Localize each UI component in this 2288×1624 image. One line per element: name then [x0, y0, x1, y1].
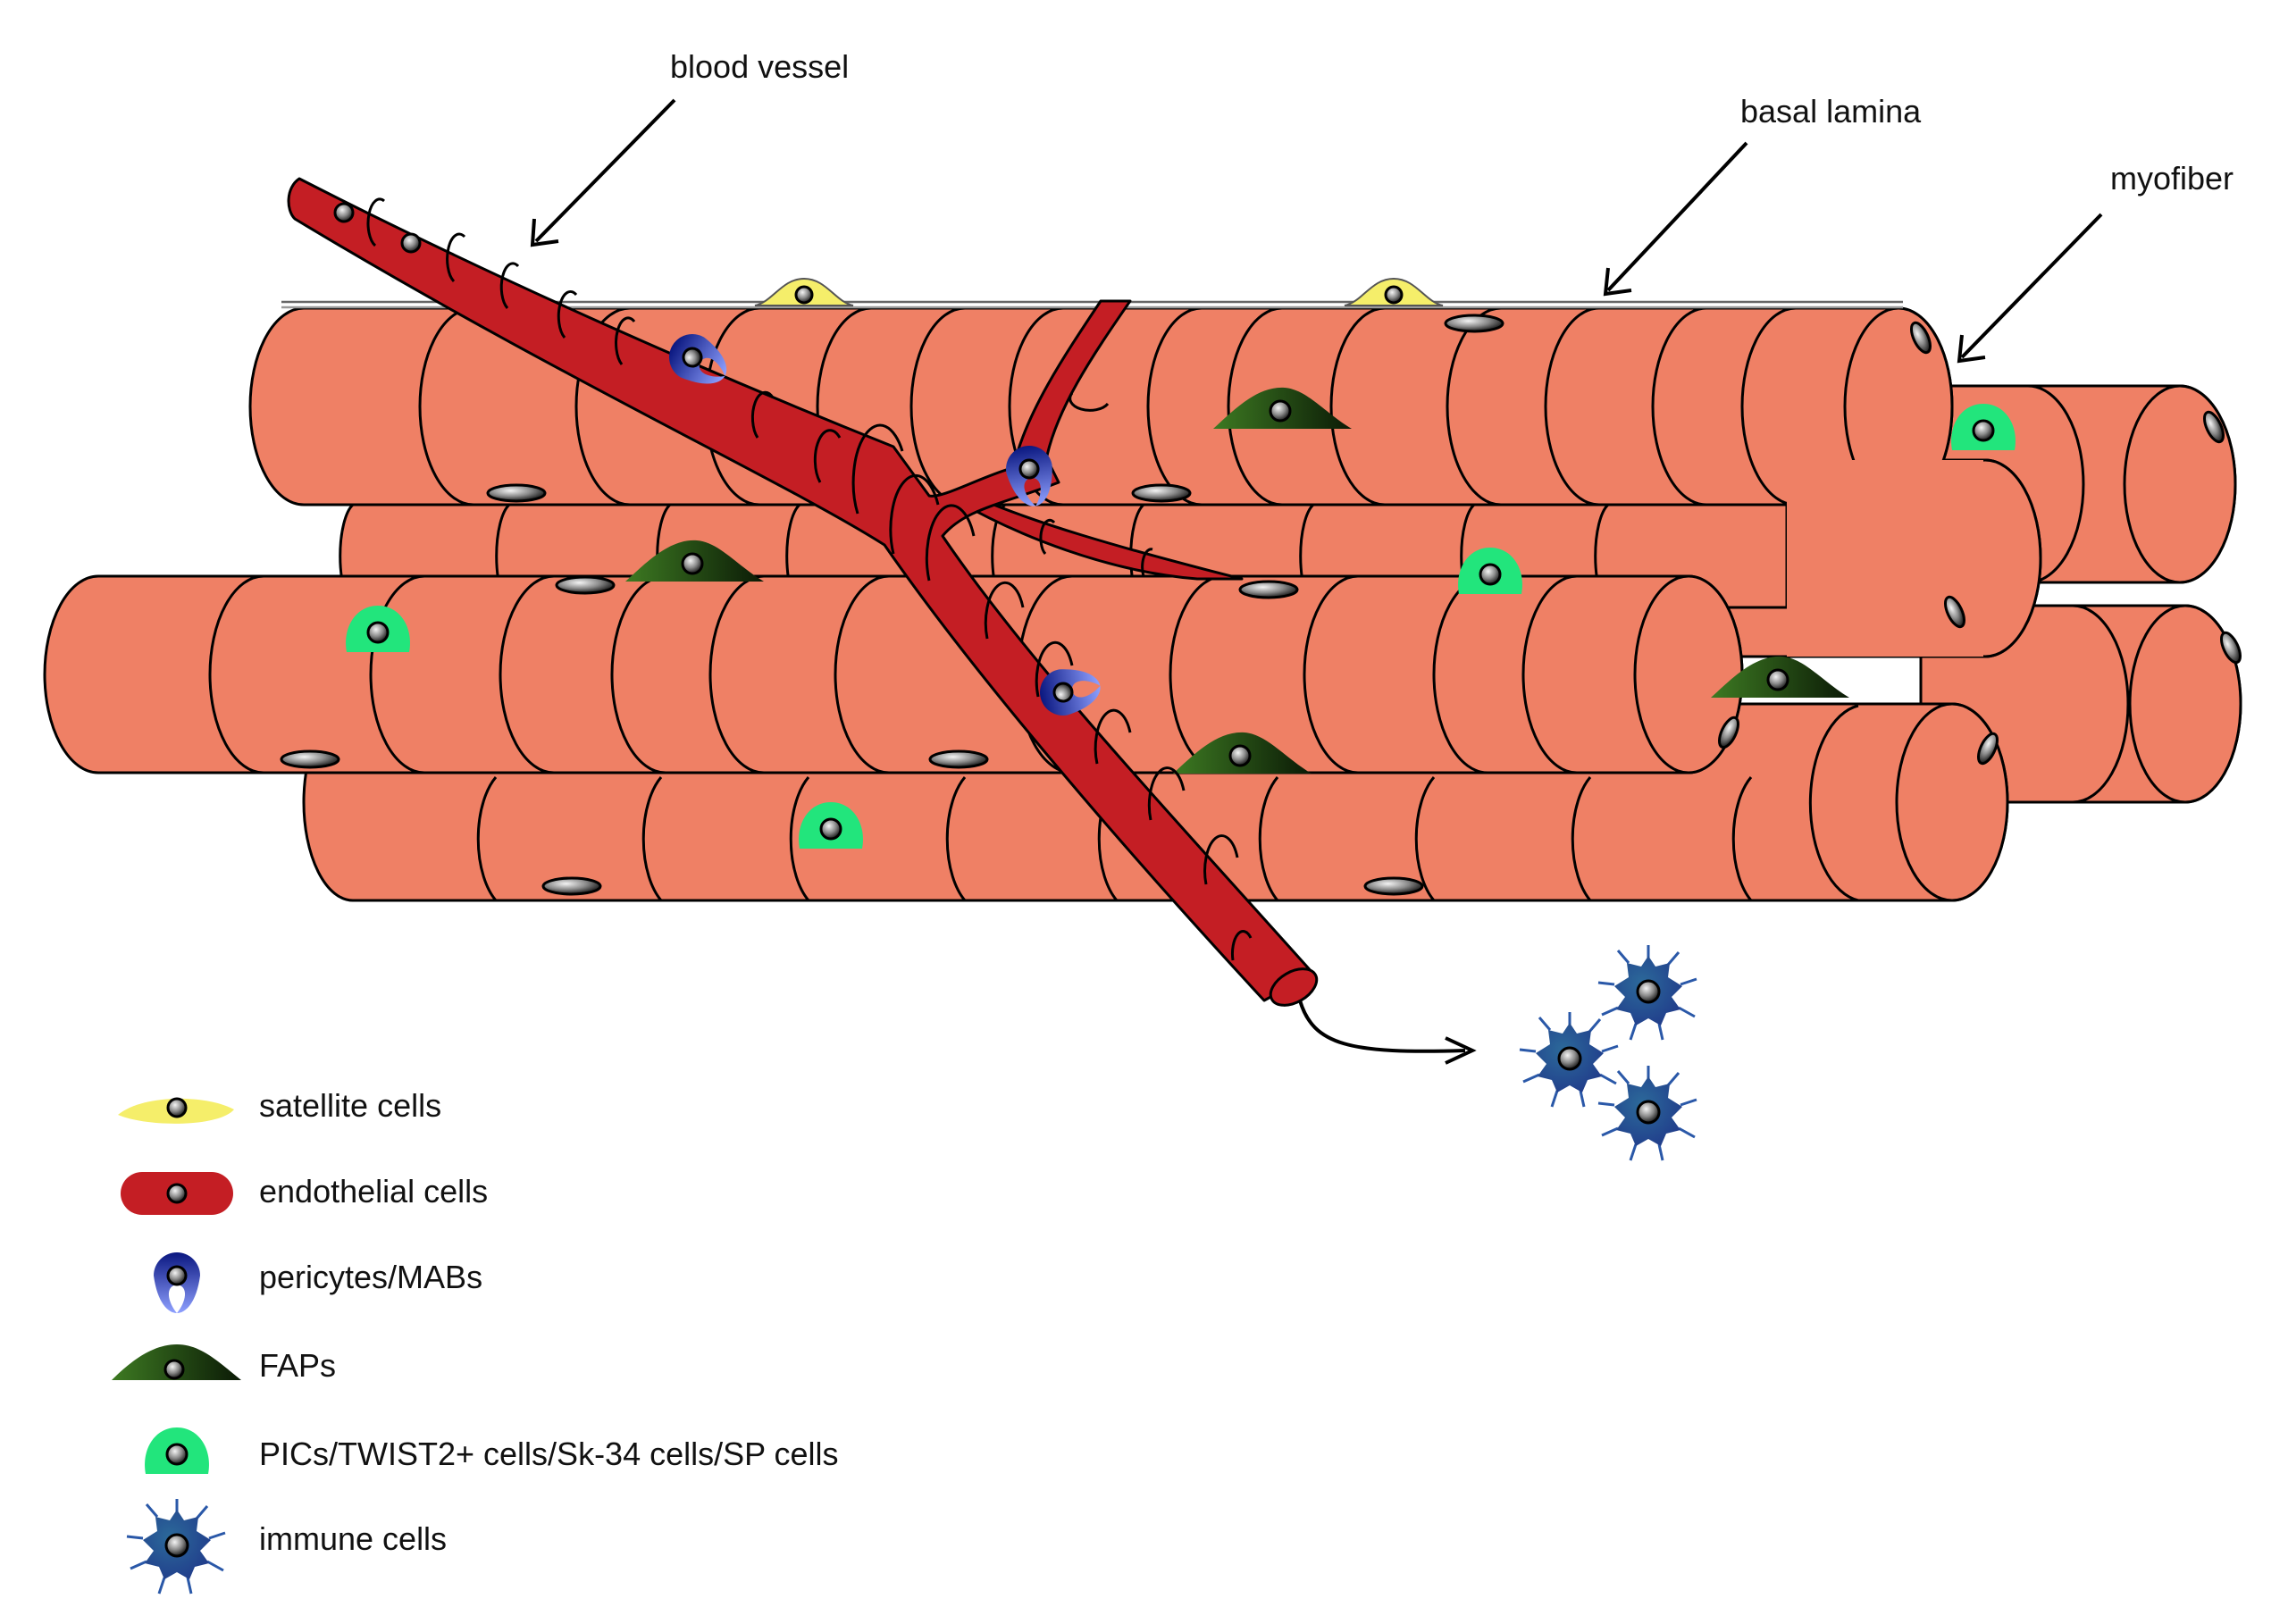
label-blood-vessel: blood vessel	[670, 48, 849, 85]
label-basal-lamina: basal lamina	[1740, 93, 1922, 130]
immune-cell	[1518, 1010, 1620, 1109]
blood-vessel-tree	[287, 177, 1319, 1007]
arrowhead-myofiber	[1957, 334, 1986, 364]
arrow-myofiber	[1960, 213, 2103, 359]
myofiber-front	[43, 574, 1744, 774]
immune-cell	[1597, 1064, 1698, 1162]
myonuclei	[280, 314, 2242, 896]
extravasation-arrowhead	[1445, 1036, 1477, 1065]
legend-label: PICs/TWIST2+ cells/Sk-34 cells/SP cells	[259, 1436, 839, 1472]
extravasation-arrow	[1298, 1000, 1466, 1053]
arrow-basal-lamina	[1606, 141, 1748, 292]
legend-item-fap: FAPs	[112, 1344, 336, 1384]
legend-item-endothelial: endothelial cells	[121, 1172, 488, 1215]
pericyte-icon	[152, 1251, 202, 1315]
legend-label: satellite cells	[259, 1087, 441, 1124]
immune-cell-icon	[125, 1497, 227, 1595]
arrowhead-basal-lamina	[1603, 267, 1632, 297]
arrow-blood-vessel	[534, 98, 676, 243]
label-myofiber: myofiber	[2110, 160, 2234, 197]
legend-label: immune cells	[259, 1520, 447, 1557]
legend-item-pic: PICs/TWIST2+ cells/Sk-34 cells/SP cells	[143, 1426, 839, 1476]
myofiber-right-middle-front	[1787, 460, 1983, 657]
arrowhead-blood-vessel	[530, 218, 559, 247]
legend-label: pericytes/MABs	[259, 1259, 482, 1295]
legend-item-immune: immune cells	[125, 1497, 447, 1595]
satellite-cell	[753, 277, 855, 307]
immune-cell	[1597, 943, 1698, 1042]
legend-label: endothelial cells	[259, 1173, 488, 1210]
legend: satellite cells endothelial cells pericy…	[112, 1087, 839, 1595]
legend-item-pericyte: pericytes/MABs	[152, 1251, 482, 1315]
legend-item-satellite: satellite cells	[118, 1087, 441, 1124]
pic-icon	[143, 1426, 211, 1476]
legend-label: FAPs	[259, 1347, 336, 1384]
satellite-cell	[1343, 277, 1445, 307]
